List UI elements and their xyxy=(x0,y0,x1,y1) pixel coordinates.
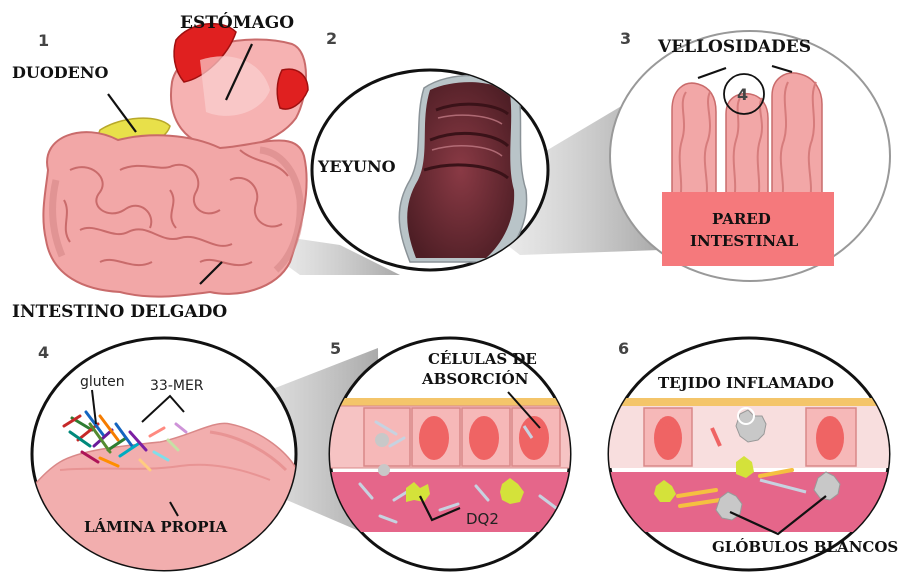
panel-number-4: 4 xyxy=(38,343,49,362)
dq2-label: DQ2 xyxy=(466,510,499,528)
panel-3: 3 4 VELLOSIDADES PARED INTESTINAL xyxy=(610,29,890,281)
jejunum-label: YEYUNO xyxy=(317,157,396,176)
intestinal-wall-label-line2: INTESTINAL xyxy=(690,232,799,250)
panel-number-3: 3 xyxy=(620,29,631,48)
intestinal-wall-box xyxy=(662,192,834,266)
panel-number-5: 5 xyxy=(330,339,341,358)
inflamed-tissue-label: TEJIDO INFLAMADO xyxy=(658,374,834,392)
villi-label: VELLOSIDADES xyxy=(657,37,811,57)
panel-4: 4 xyxy=(30,338,300,576)
panel-2: 2 YEYUNO xyxy=(312,29,548,270)
small-intestine-illustration xyxy=(43,132,306,297)
small-intestine-label: INTESTINO DELGADO xyxy=(12,302,227,322)
33-mer-label: 33-MER xyxy=(150,378,204,394)
gluten-label: gluten xyxy=(80,374,125,390)
panel-6: 6 TEJIDO INFLAMADO GLÓBULOS BLANCOS xyxy=(600,338,900,570)
lamina-propria-label: LÁMINA PROPIA xyxy=(84,518,227,536)
panel-number-6: 6 xyxy=(618,339,629,358)
duodenum-label: DUODENO xyxy=(12,63,108,82)
stomach-label: ESTÓMAGO xyxy=(180,12,294,33)
absorption-cells-label-line1: CÉLULAS DE xyxy=(428,350,537,368)
stomach-illustration xyxy=(171,24,308,149)
panel-number-2: 2 xyxy=(326,29,337,48)
inflamed-tissue-illustration xyxy=(600,398,900,532)
panel-1: 1 ESTÓMAGO DUODENO INTESTINO DELGADO xyxy=(12,12,308,322)
white-cells-label: GLÓBULOS BLANCOS xyxy=(712,538,898,556)
absorption-cells-label-line2: ABSORCIÓN xyxy=(421,370,529,388)
zoom-inset-number: 4 xyxy=(737,85,748,104)
panel-number-1: 1 xyxy=(38,31,49,50)
intestinal-wall-label-line1: PARED xyxy=(712,210,771,228)
